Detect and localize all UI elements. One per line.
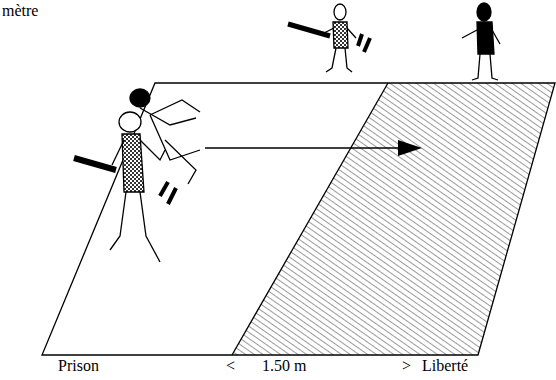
dimension-mark: >	[402, 357, 411, 375]
zone-label: Prison	[58, 357, 99, 375]
dimension-mark: <	[226, 357, 235, 375]
cut-off-word: mètre	[2, 2, 38, 20]
dimension-label: 1.50 m	[262, 357, 306, 375]
zone-label: Liberté	[422, 357, 468, 375]
